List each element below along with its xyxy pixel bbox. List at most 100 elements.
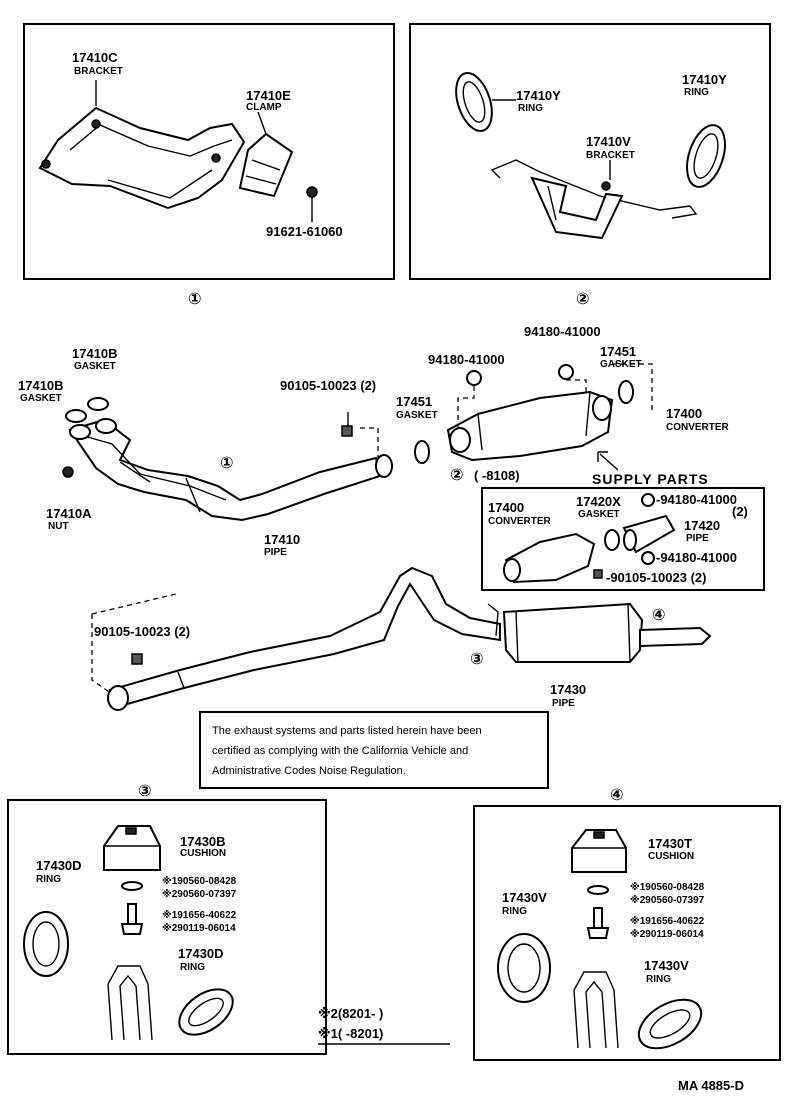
label-17430v-left-name: RING [502, 906, 527, 917]
marker-main-4: ④ [652, 607, 666, 624]
label-17400-name: CONVERTER [666, 422, 730, 433]
supply-nut-lower-icon [641, 551, 655, 565]
main-assembly: 17410B GASKET 17410B GASKET 17410A NUT 1… [18, 324, 765, 711]
range-label-2: ( -8108) [474, 468, 520, 483]
label-17430d-left-pn: 17430D [36, 858, 82, 873]
bracket-17410v-icon [490, 159, 698, 240]
label-17451-left-name: GASKET [396, 410, 438, 421]
label-17410b-upper-pn: 17410B [72, 346, 118, 361]
detail-box-4: ④ 17430T CUSHION 17430V RING 17430V RIN [473, 787, 781, 1061]
ref-b3-2: ※290560-07397 [162, 888, 237, 900]
label-17410y-left-name: RING [518, 103, 543, 114]
ring-17430d-left-icon [23, 911, 69, 977]
label-17410c-pn: 17410C [72, 50, 118, 65]
supply-converter-icon [503, 532, 596, 584]
supply-ref-qty: (2) [732, 504, 748, 519]
supply-label-17420-pn: 17420 [684, 518, 720, 533]
front-pipe-17410-icon [68, 418, 393, 522]
supply-parts-box [481, 487, 765, 591]
label-94180-left-pn: 94180-41000 [428, 352, 505, 367]
clamp-17410e-icon [238, 132, 294, 198]
footer-code: MA 4885-D [678, 1078, 744, 1093]
supply-ref-90105: -90105-10023 (2) [606, 570, 706, 585]
tail-pipe-17430-icon [107, 566, 501, 711]
hanger-b3-icon [107, 965, 153, 1041]
label-17410y-right-pn: 17410Y [682, 72, 727, 87]
label-17400-pn: 17400 [666, 406, 702, 421]
ref-b3-1: ※190560-08428 [162, 875, 237, 887]
label-17410v-name: BRACKET [586, 150, 635, 161]
hanger-b4-icon [573, 971, 619, 1049]
marker-box-4: ④ [610, 787, 624, 804]
label-17410y-left-pn: 17410Y [516, 88, 561, 103]
ring-17410y-right-icon [686, 124, 726, 188]
label-17410y-right-name: RING [684, 87, 709, 98]
label-90105-lower-pn: 90105-10023 (2) [94, 624, 190, 639]
bracket-17410c-icon [38, 106, 246, 210]
ref-b4-2: ※290560-07397 [630, 894, 705, 906]
label-17410c-name: BRACKET [74, 66, 123, 77]
supply-gasket-17420x-icon [604, 529, 620, 551]
supply-label-17420x-pn: 17420X [576, 494, 621, 509]
detail-box-3: ③ 17430B CUSHION 17430D RING 17430D RIN [7, 783, 327, 1055]
label-17430d-right-pn: 17430D [178, 946, 224, 961]
marker-main-3: ③ [470, 651, 484, 668]
converter-17400-icon [446, 390, 614, 462]
ring-17430v-left-icon [497, 933, 551, 1003]
label-17451-right-pn: 17451 [600, 344, 636, 359]
washer-b3-icon [121, 881, 143, 891]
supply-bolt-icon [593, 569, 603, 579]
gasket-17451-left-icon [414, 440, 430, 464]
label-17410b-lower-pn: 17410B [18, 378, 64, 393]
marker-box-1: ① [188, 291, 202, 308]
label-17410e-pn: 17410E [246, 88, 291, 103]
bolt-b3-icon [120, 903, 144, 935]
label-17430-pn: 17430 [550, 682, 586, 697]
supply-label-17420-name: PIPE [686, 533, 709, 544]
certification-note: The exhaust systems and parts listed her… [199, 711, 549, 789]
detail-box-2: 17410Y RING 17410Y RING 17410V BRACKET ② [409, 23, 771, 308]
ref-b3-3: ※191656-40622 [162, 909, 237, 921]
cushion-17430b-icon [103, 825, 161, 871]
gasket-17451-right-icon [618, 380, 634, 404]
cushion-17430t-icon [571, 829, 627, 873]
label-17410v-pn: 17410V [586, 134, 631, 149]
ring-17410y-left-icon [455, 72, 493, 132]
label-17410b-lower-name: GASKET [20, 393, 62, 404]
legend-line-2: ※2(8201- ) [318, 1006, 383, 1021]
supply-ref-94180-lower: -94180-41000 [656, 550, 737, 565]
ring-17430v-right-icon [637, 998, 703, 1050]
muffler-icon [487, 602, 712, 663]
label-90105-upper-pn: 90105-10023 (2) [280, 378, 376, 393]
note-line-2: certified as complying with the Californ… [212, 745, 468, 757]
legend: ※2(8201- ) ※1( -8201) [318, 1006, 450, 1045]
label-17430t-pn: 17430T [648, 836, 692, 851]
label-17410a-name: NUT [48, 521, 69, 532]
supply-ref-94180-upper: -94180-41000 [656, 492, 737, 507]
bolt-b4-icon [586, 907, 610, 939]
label-17451-right-name: GASKET [600, 359, 642, 370]
label-94180-right-pn: 94180-41000 [524, 324, 601, 339]
label-17451-left-pn: 17451 [396, 394, 432, 409]
ref-b4-4: ※290119-06014 [630, 928, 704, 940]
label-17430v-right-name: RING [646, 974, 671, 985]
bolt-91621-icon [306, 186, 318, 198]
note-line-1: The exhaust systems and parts listed her… [212, 725, 482, 737]
label-17410-name: PIPE [264, 547, 287, 558]
bolt-90105-lower-icon [131, 653, 143, 665]
label-17410a-pn: 17410A [46, 506, 92, 521]
marker-box-3: ③ [138, 783, 152, 800]
supply-nut-upper-icon [641, 493, 655, 507]
supply-pipe-17420-icon [622, 514, 676, 554]
nut-94180-right-icon [558, 364, 574, 380]
label-17410e-name: CLAMP [246, 102, 282, 113]
supply-label-17400-pn: 17400 [488, 500, 524, 515]
ref-b4-3: ※191656-40622 [630, 915, 705, 927]
label-17410b-upper-name: GASKET [74, 361, 116, 372]
nut-94180-left-icon [466, 370, 482, 386]
gasket-17410b-left-icon [65, 409, 87, 423]
label-17430v-right-pn: 17430V [644, 958, 689, 973]
label-91621-pn: 91621-61060 [266, 224, 343, 239]
supply-label-17400-name: CONVERTER [488, 516, 552, 527]
